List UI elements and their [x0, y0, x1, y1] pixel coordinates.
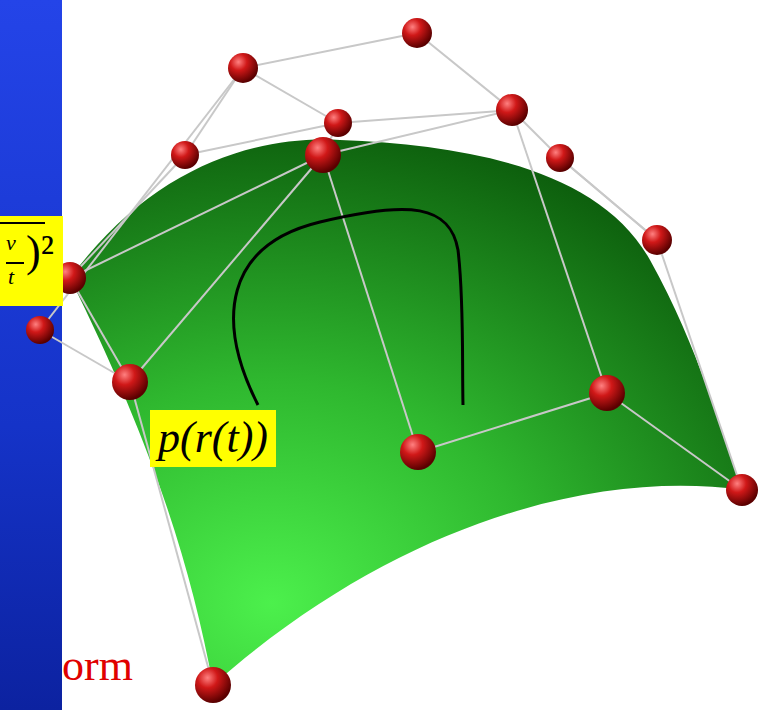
surface-curve [234, 209, 463, 405]
control-net [40, 33, 742, 685]
fraction-line [6, 262, 24, 264]
slide-heading-fragment: orm [62, 640, 133, 691]
green-surface [70, 140, 742, 685]
formula-label: p(r(t)) [158, 412, 268, 465]
radical-overline [0, 222, 45, 224]
formula-text: )² [26, 230, 54, 274]
control-points [26, 18, 758, 703]
highlight-box: p(r(t)) [150, 410, 276, 467]
formula-text: v [6, 232, 16, 254]
formula-text: t [8, 266, 14, 288]
highlight-box: vt )² [0, 216, 63, 306]
